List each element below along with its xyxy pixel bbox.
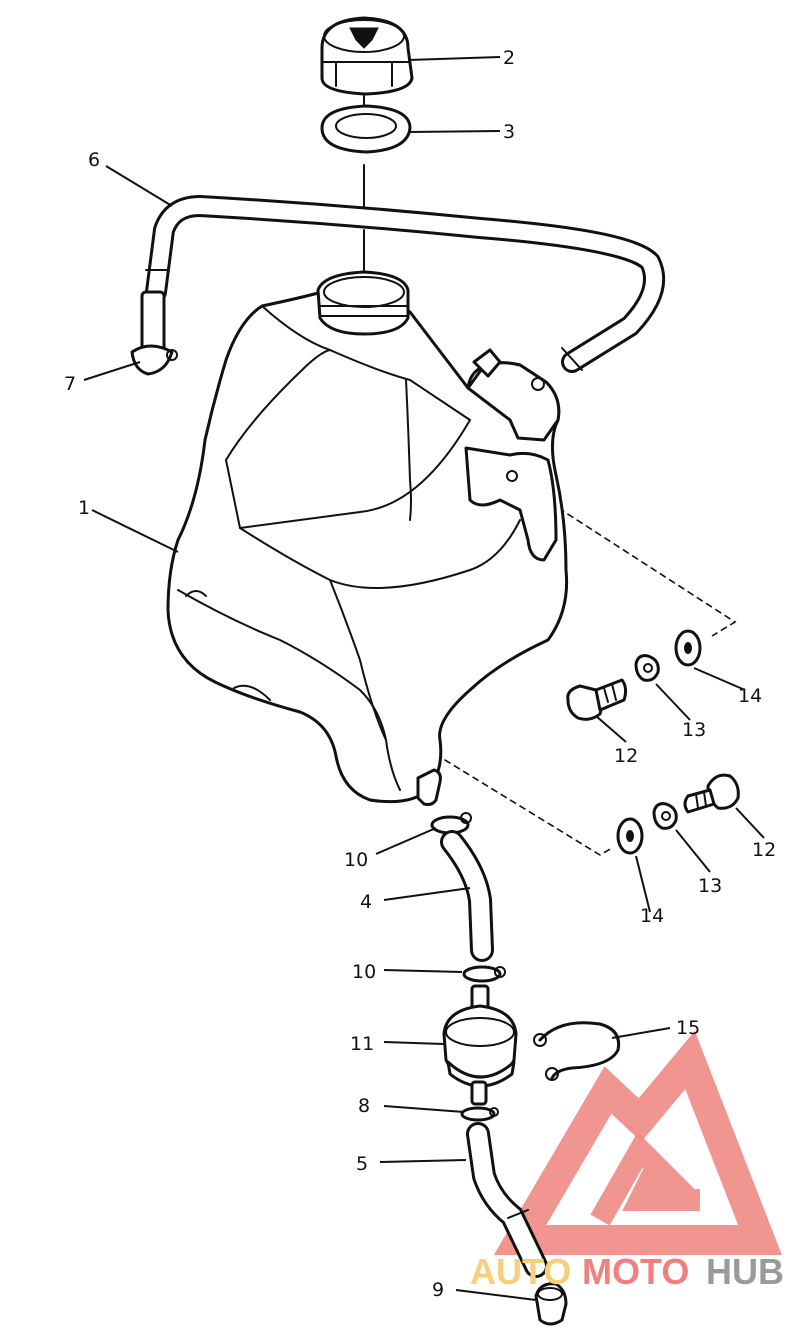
hose-clip-bottom	[460, 1106, 499, 1122]
lock-washer-upper	[634, 654, 660, 682]
bolt-upper	[566, 678, 628, 721]
callout-4: 4	[360, 891, 372, 913]
watermark-auto: AUTO	[470, 1251, 571, 1292]
hose-clip-upper	[430, 812, 472, 835]
fuel-filter	[442, 984, 518, 1106]
callout-12-upper: 12	[614, 745, 638, 767]
callout-8: 8	[358, 1095, 370, 1117]
callout-2: 2	[503, 47, 515, 69]
watermark-triangle	[493, 1030, 782, 1255]
watermark-hub: HUB	[706, 1251, 784, 1292]
bolt-lower	[683, 773, 740, 814]
fuel-hose-lower	[466, 1122, 548, 1278]
watermark-text: AUTO MOTO HUB	[470, 1251, 784, 1292]
callout-1: 1	[78, 497, 90, 519]
flat-washer-lower	[616, 817, 644, 855]
fuel-tank	[166, 270, 569, 806]
callout-10-upper: 10	[344, 849, 368, 871]
callout-12-lower: 12	[752, 839, 776, 861]
hose-end-clip	[130, 290, 178, 376]
callout-9: 9	[432, 1279, 444, 1301]
callout-5: 5	[356, 1153, 368, 1175]
callout-15: 15	[676, 1017, 700, 1039]
callout-10-lower: 10	[352, 961, 376, 983]
callout-11: 11	[350, 1033, 374, 1055]
flat-washer-upper	[674, 629, 702, 667]
cap-gasket	[320, 104, 412, 154]
callout-6: 6	[88, 149, 100, 171]
callout-13-upper: 13	[682, 719, 706, 741]
callout-numbers: 2 3 6 7 1 14 13 12 12 10 13 4 14 10 15 1…	[64, 47, 776, 1301]
hose-fitting	[534, 1282, 568, 1326]
callout-13-lower: 13	[698, 875, 722, 897]
leader-lines	[83, 56, 765, 1301]
breather-hose	[145, 194, 665, 373]
callout-3: 3	[503, 121, 515, 143]
callout-7: 7	[64, 373, 76, 395]
fuel-hose-upper	[440, 830, 494, 962]
watermark-inner-g	[590, 1132, 700, 1226]
hose-clip-lower	[462, 965, 506, 983]
callout-14-upper: 14	[738, 685, 762, 707]
watermark-logo	[493, 1030, 782, 1255]
callout-14-lower: 14	[640, 905, 664, 927]
filler-cap	[320, 16, 414, 96]
hose-clamp	[533, 1021, 621, 1081]
lock-washer-lower	[652, 802, 678, 830]
watermark-moto: MOTO	[582, 1251, 689, 1292]
